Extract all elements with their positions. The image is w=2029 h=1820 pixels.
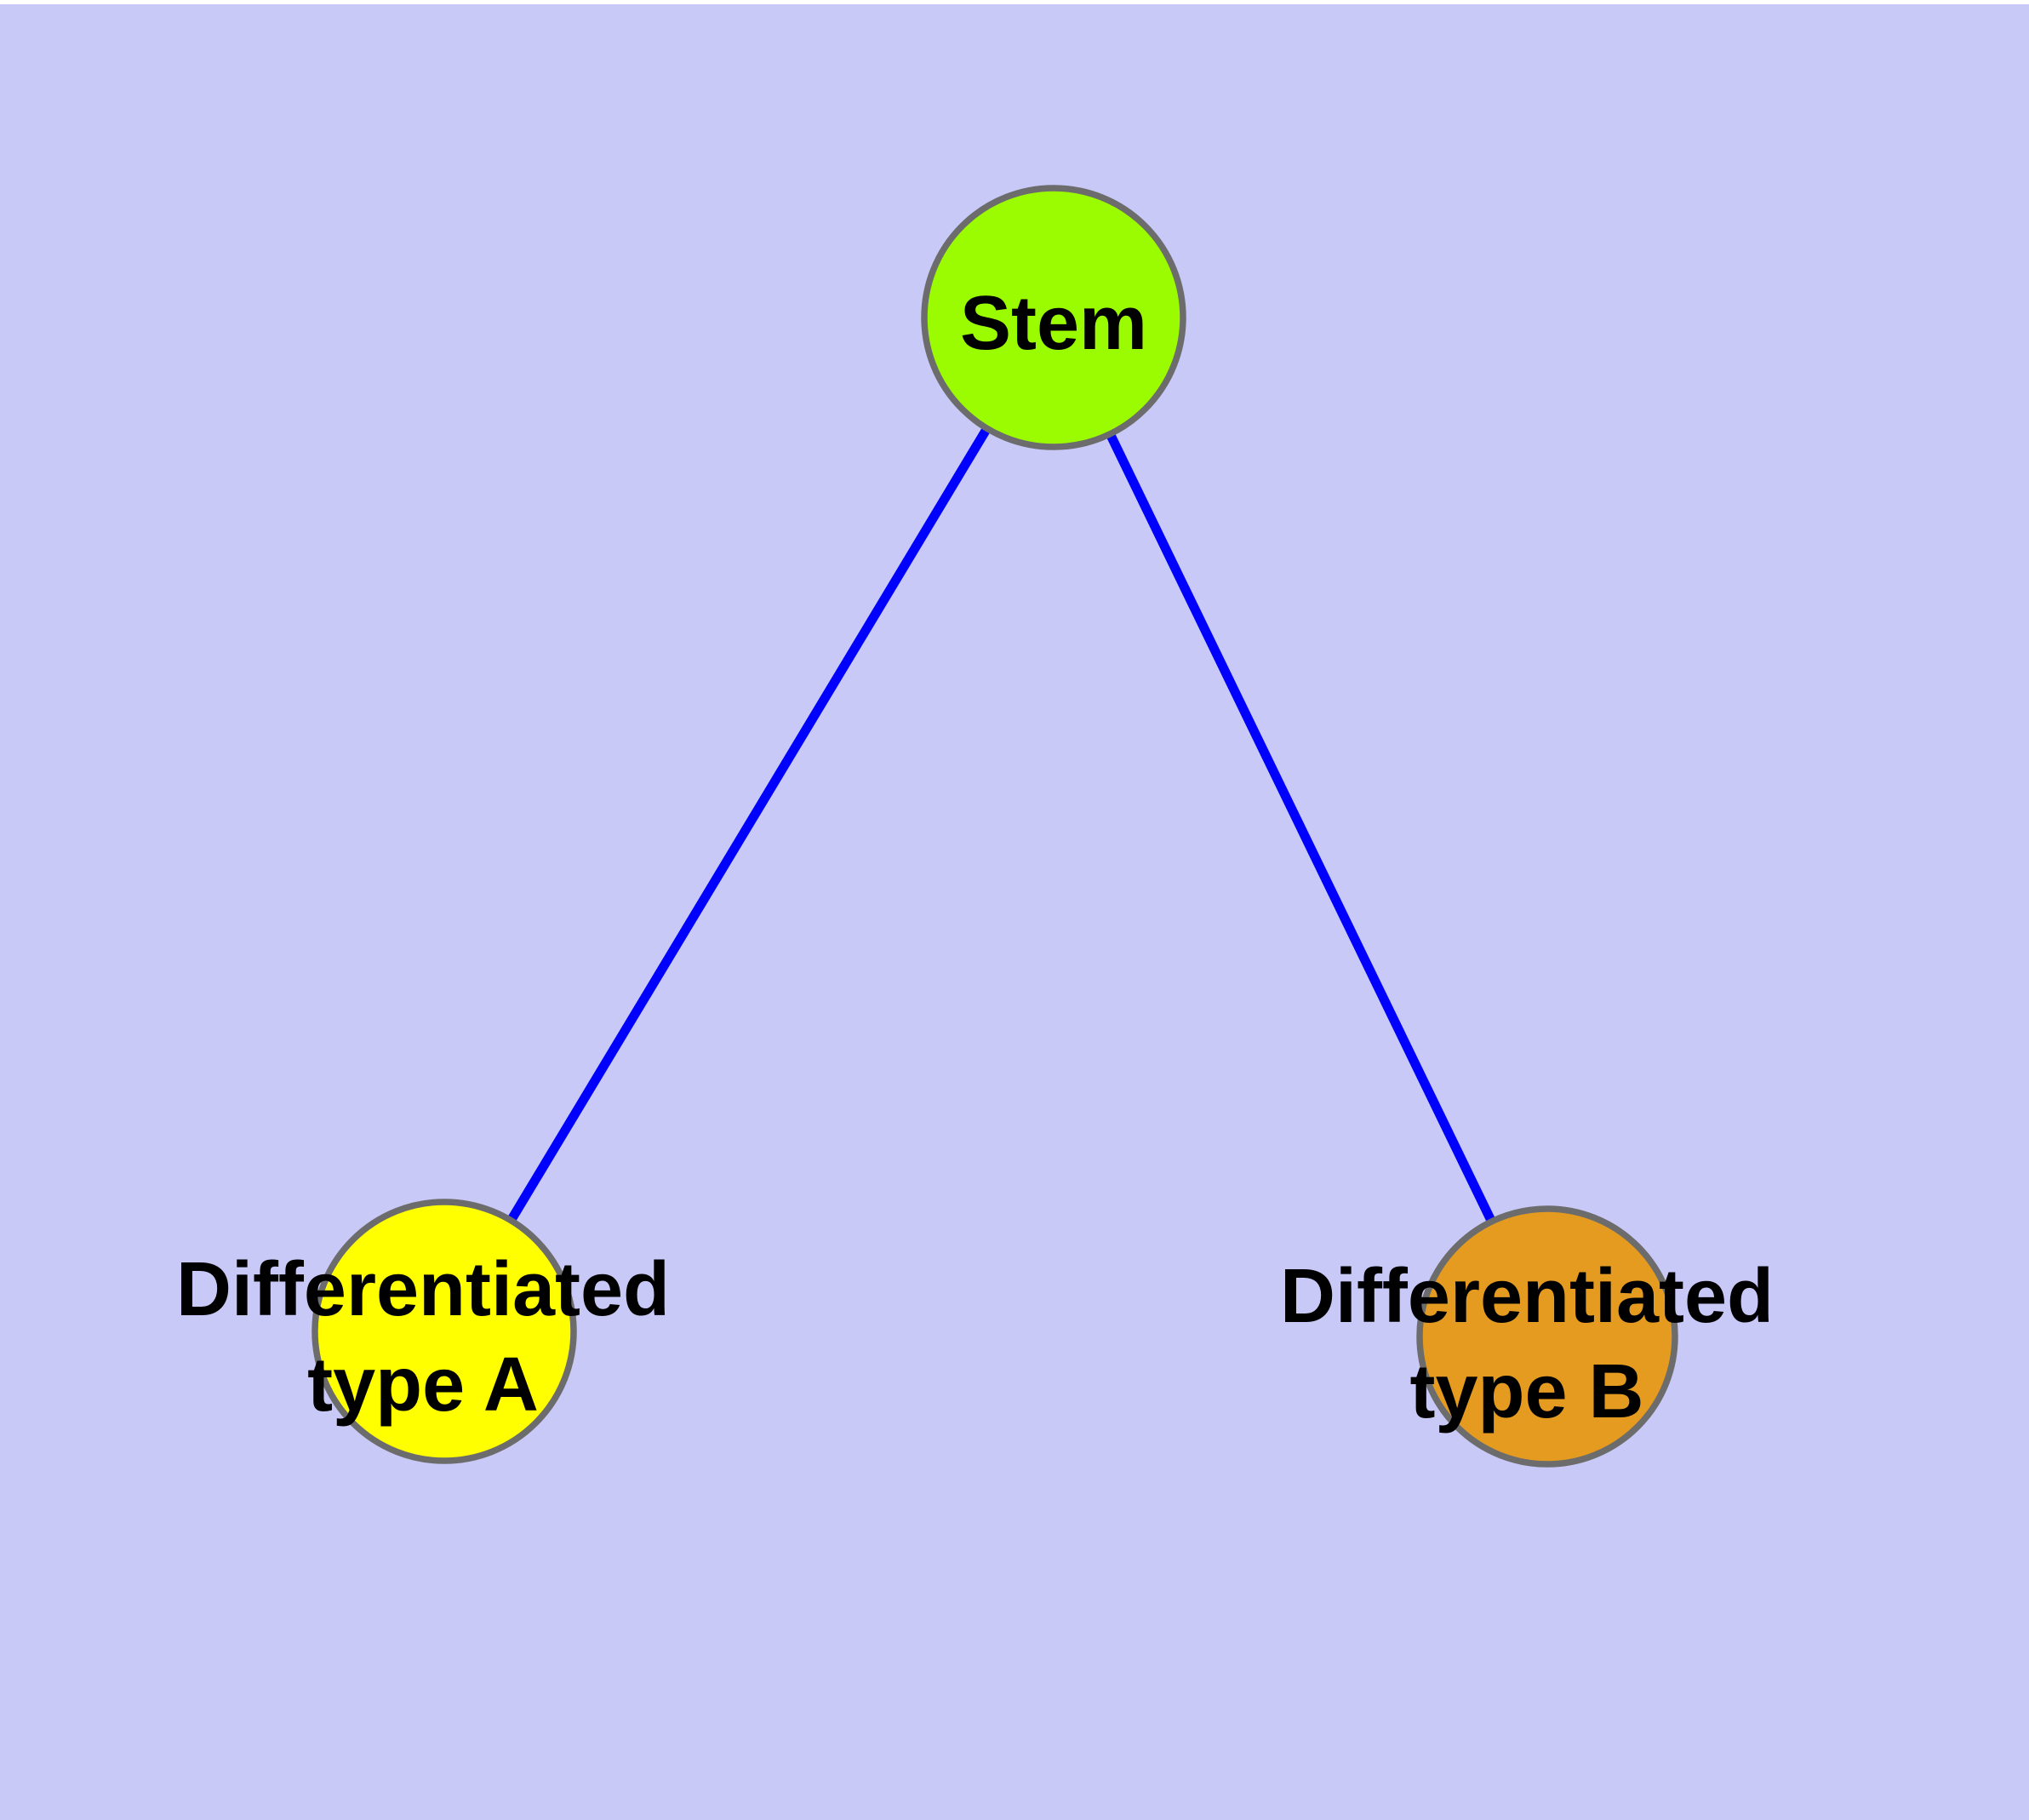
node-stem bbox=[921, 185, 1186, 450]
node-type-b-label-line2: type B bbox=[1409, 1349, 1643, 1434]
edge-stem-to-type-b bbox=[1049, 315, 1552, 1339]
edge-stem-to-type-a bbox=[440, 315, 1058, 1334]
node-stem-label: Stem bbox=[960, 281, 1147, 366]
node-type-a-label-line2: type A bbox=[307, 1342, 539, 1428]
node-type-b-label-line1: Differentiated bbox=[1280, 1254, 1774, 1339]
node-differentiated-type-a bbox=[311, 1199, 577, 1464]
node-differentiated-type-b bbox=[1416, 1205, 1678, 1468]
canvas-top-border bbox=[0, 0, 2029, 4]
node-type-a-label-line1: Differentiated bbox=[176, 1247, 670, 1332]
